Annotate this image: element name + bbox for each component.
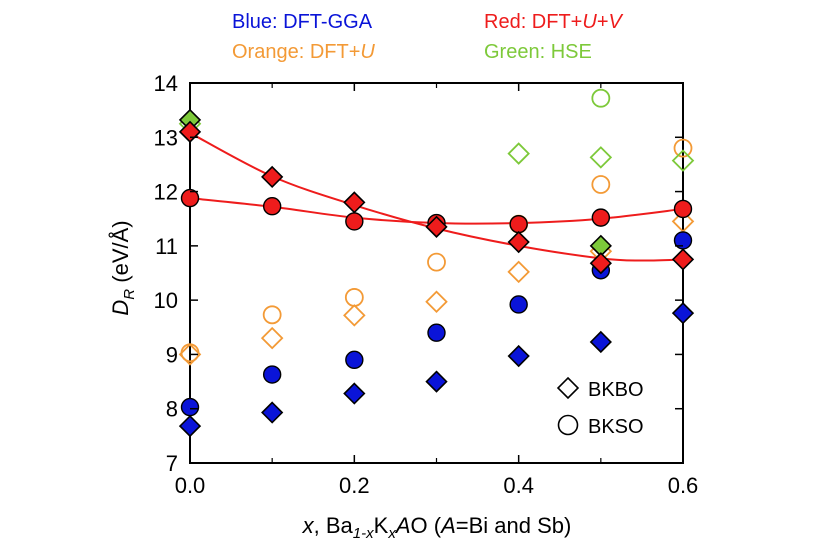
green-method-label: Green: HSE — [484, 41, 592, 64]
dft-gga-bkso-point — [427, 323, 446, 342]
dftplus-uplus-v-bkbo-point — [589, 252, 612, 275]
hse-bkbo-point — [507, 142, 530, 165]
dftplus-uplus-v-bkso-point — [180, 188, 200, 208]
y-tick-label: 10 — [154, 288, 178, 313]
blue-method-label: Blue: DFT-GGA — [232, 11, 372, 34]
dftplus-u-bkso-point — [180, 343, 200, 363]
dftplus-u-bkso-point — [673, 138, 693, 158]
orange-method-u: U — [360, 41, 375, 63]
y-tick-label: 11 — [155, 234, 178, 259]
red-method-text: Red: DFT+ — [484, 11, 583, 33]
y-tick-label: 8 — [166, 397, 178, 422]
dftplus-uplus-v-bkbo-point — [178, 120, 202, 143]
dft-gga-bkbo-point — [671, 302, 695, 325]
dftplus-uplus-v-bkbo-point — [425, 215, 448, 238]
red-method-plus: + — [596, 11, 609, 33]
dft-gga-bkso-point — [180, 397, 200, 417]
x-axis-label-x: x — [302, 513, 315, 538]
dftplus-uplus-v-bkso-point — [591, 208, 611, 227]
y-tick-label: 12 — [154, 180, 178, 205]
dftplus-u-bkbo-point — [343, 304, 366, 327]
red-method-u: U — [582, 11, 597, 33]
hse-bkbo-point — [671, 149, 695, 172]
dft-gga-bkbo-point — [343, 382, 366, 405]
x-axis-label-k: K — [374, 513, 389, 538]
x-tick-label: 0.2 — [339, 473, 370, 498]
dftplus-uplus-v-bkso-point — [345, 212, 364, 231]
y-axis-label: DR (eV/Å) — [108, 220, 138, 315]
dftplus-u-bkso-point — [262, 305, 282, 325]
fit-curve — [189, 132, 684, 262]
x-axis-label-a2: A — [439, 513, 456, 538]
dftplus-uplus-v-bkbo-point — [507, 230, 530, 254]
y-tick-label: 13 — [154, 125, 178, 150]
legend-bkbo-label: BKBO — [588, 379, 644, 401]
dftplus-u-bkso-point — [344, 288, 364, 307]
dft-gga-bkbo-point — [178, 414, 202, 438]
hse-bkbo-point — [589, 146, 613, 169]
green-method-text: Green: HSE — [484, 41, 592, 63]
dftplus-uplus-v-bkbo-point — [261, 165, 284, 189]
x-tick-label: 0.6 — [668, 473, 699, 498]
dft-gga-bkbo-point — [507, 344, 530, 368]
y-axis-label-sub: R — [121, 289, 138, 300]
dft-gga-bkbo-point — [261, 401, 284, 424]
dftplus-u-bkbo-point — [178, 343, 202, 366]
dftplus-uplus-v-bkbo-point — [343, 191, 366, 214]
dftplus-uplus-v-bkbo-point — [671, 248, 695, 271]
legend-diamond-marker — [556, 376, 580, 400]
data-markers — [178, 88, 695, 438]
y-axis-label-unit: (eV/Å) — [108, 220, 133, 288]
dftplus-u-bkbo-point — [507, 260, 530, 284]
dft-gga-bkso-point — [509, 295, 528, 314]
dftplus-uplus-v-bkso-point — [509, 214, 528, 234]
red-method-v: V — [608, 11, 622, 33]
hse-bkso-point — [591, 88, 611, 108]
x-tick-label: 0.0 — [175, 473, 206, 498]
orange-method-label: Orange: DFT+U — [232, 41, 375, 64]
legend-bkso-label: BKSO — [588, 416, 644, 438]
y-tick-label: 9 — [166, 342, 178, 367]
axis-ticks: 0.0 0.2 0.4 0.6 7 8 9 10 11 12 13 14 — [154, 71, 699, 498]
dft-gga-bkbo-point — [425, 370, 448, 393]
blue-method-text: Blue: DFT-GGA — [232, 11, 373, 33]
dftplus-u-bkbo-point — [425, 290, 448, 314]
dftplus-uplus-v-bkso-point — [262, 197, 282, 216]
x-tick-label: 0.4 — [503, 473, 534, 498]
y-axis-label-main: D — [108, 300, 133, 316]
legend-circle-marker — [557, 414, 579, 436]
dftplus-u-bkso-point — [591, 175, 611, 194]
x-axis-label-end: =Bi and Sb) — [456, 513, 572, 538]
marker-legend: BKBO BKSO — [556, 376, 644, 438]
red-method-label: Red: DFT+U+V — [484, 11, 622, 34]
y-tick-label: 7 — [166, 451, 178, 476]
x-axis-label: x, Ba1-xKxAO (A=Bi and Sb) — [302, 513, 572, 542]
dft-gga-bkso-point — [345, 350, 364, 370]
dft-gga-bkbo-point — [589, 330, 612, 354]
x-axis-label-o: O ( — [411, 513, 442, 538]
dftplus-u-bkbo-point — [260, 326, 284, 350]
dftplus-uplus-v-bkso-point — [673, 199, 693, 219]
x-axis-label-ba: , Ba — [314, 513, 354, 538]
x-axis-label-sub1: 1-x — [353, 525, 374, 542]
dft-gga-bkso-point — [262, 365, 282, 384]
y-tick-label: 14 — [154, 71, 178, 96]
orange-method-text: Orange: DFT+ — [232, 41, 361, 63]
fit-curves — [189, 132, 684, 262]
dftplus-u-bkso-point — [427, 252, 446, 272]
x-axis-label-sub2: x — [387, 525, 396, 542]
x-axis-label-a: A — [394, 513, 411, 538]
